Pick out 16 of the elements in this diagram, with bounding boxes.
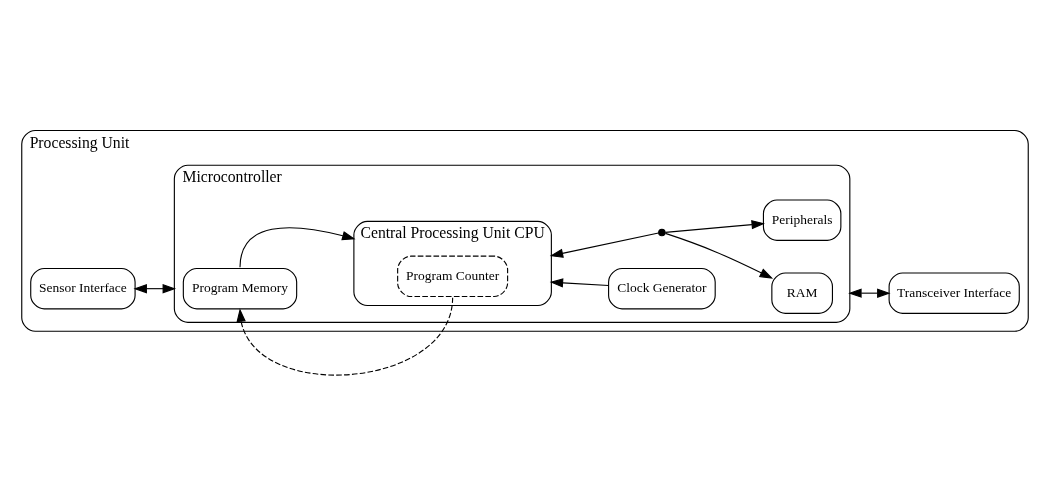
node-box: Program Counter — [397, 255, 509, 298]
node-box: Sensor Interface — [30, 267, 136, 310]
node-box: RAM — [771, 272, 833, 314]
arrow — [549, 278, 610, 288]
arrow — [239, 227, 356, 268]
arrow — [133, 283, 177, 294]
arrow — [664, 232, 774, 279]
node-box: Transceiver Interface — [888, 272, 1020, 314]
arrow — [848, 288, 891, 298]
node-circle — [658, 228, 666, 237]
node-box: Peripherals — [762, 199, 842, 241]
node-box: Clock Generator — [608, 267, 716, 310]
arrow — [236, 297, 454, 376]
arrow — [549, 232, 659, 258]
arrow — [664, 219, 765, 233]
node-box: Program Memory — [182, 267, 298, 310]
